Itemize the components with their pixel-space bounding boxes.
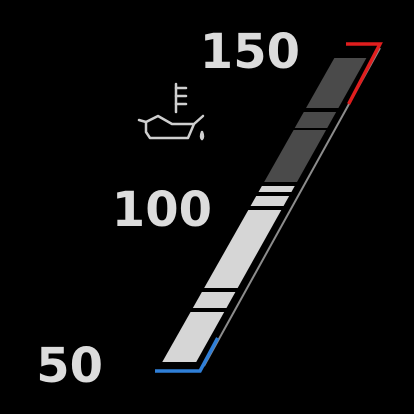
- temperature-bar: [155, 42, 383, 373]
- gauge-segment: [192, 292, 236, 308]
- gauge-segment: [250, 196, 290, 206]
- oil-temperature-icon: [137, 82, 205, 141]
- gauge-segment: [294, 112, 337, 128]
- gauge-segment: [162, 312, 225, 362]
- scale-label-mid: 100: [112, 182, 212, 238]
- scale-label-min: 50: [36, 338, 103, 394]
- cold-zone-marker: [155, 337, 220, 373]
- scale-label-max: 150: [200, 24, 300, 80]
- hot-zone-marker: [346, 42, 383, 105]
- gauge-segment: [264, 130, 327, 182]
- gauge-segment: [258, 186, 295, 192]
- gauge-segment: [204, 210, 282, 288]
- gauge-segment: [306, 58, 367, 108]
